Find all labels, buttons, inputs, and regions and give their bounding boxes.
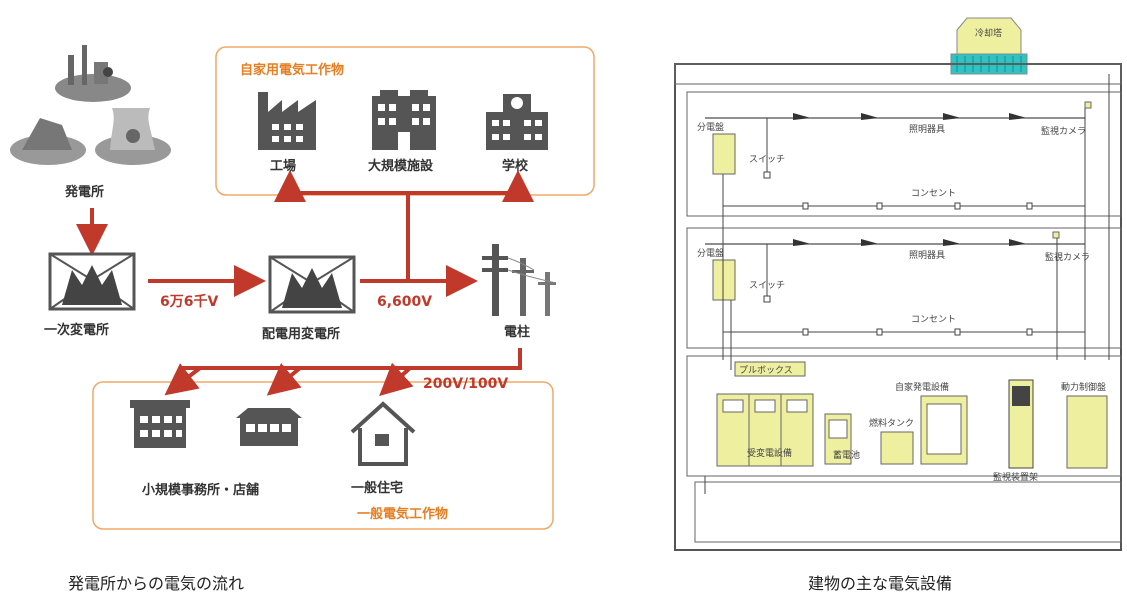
generator-icon xyxy=(920,395,968,465)
self-use-group-label: 自家用電気工作物 xyxy=(240,62,344,78)
power-plant-icon xyxy=(10,45,171,165)
outlet-icon xyxy=(802,202,1033,210)
substation-equipment-label: 受変電設備 xyxy=(747,447,792,459)
cooling-tower-icon xyxy=(950,17,1028,75)
factory-icon xyxy=(258,92,316,150)
flow-line-to-general xyxy=(180,348,522,370)
general-facility-group xyxy=(92,381,554,530)
camera-icon xyxy=(1084,101,1092,109)
substation-equipment-icon xyxy=(716,393,814,467)
power-control-label: 動力制御盤 xyxy=(1061,381,1106,393)
flow-arrow-to-house xyxy=(379,362,414,397)
house-label: 一般住宅 xyxy=(351,480,403,496)
distribution-panel-3f xyxy=(712,133,736,175)
camera-label: 監視カメラ xyxy=(1041,125,1086,137)
house-icon xyxy=(350,401,416,466)
small-office-label: 小規模事務所・店舗 xyxy=(142,482,259,498)
camera-label: 監視カメラ xyxy=(1045,251,1090,263)
general-group-label: 一般電気工作物 xyxy=(357,506,448,522)
left-diagram-caption: 発電所からの電気の流れ xyxy=(68,574,245,593)
lighting-fixture-icon xyxy=(793,113,1027,120)
distribution-panel-label: 分電盤 xyxy=(697,247,724,259)
switch-label: スイッチ xyxy=(749,280,785,291)
basement xyxy=(686,355,1122,477)
battery-label: 蓄電池 xyxy=(833,449,860,461)
lighting-fixture-icon xyxy=(793,239,1027,246)
power-plant-label: 発電所 xyxy=(64,184,104,200)
fuel-tank-icon xyxy=(880,431,914,465)
flow-arrow-to-small-office xyxy=(164,363,202,396)
monitoring-rack-label: 監視装置架 xyxy=(993,471,1038,483)
distribution-panel-label: 分電盤 xyxy=(697,121,724,133)
switch-icon xyxy=(763,171,771,179)
primary-substation-icon xyxy=(48,252,136,311)
pull-box xyxy=(734,361,806,377)
voltage-66kv-label: 6万6千V xyxy=(160,293,218,310)
camera-icon xyxy=(1052,231,1060,239)
distribution-substation-label: 配電用変電所 xyxy=(262,326,340,342)
shop-icon xyxy=(236,408,302,446)
right-diagram-caption: 建物の主な電気設備 xyxy=(808,574,953,593)
floor-3 xyxy=(686,91,1122,217)
lighting-label: 照明器具 xyxy=(909,124,945,135)
outlet-label: コンセント xyxy=(911,314,956,325)
fuel-tank-label: 燃料タンク xyxy=(869,417,914,429)
primary-substation-label: 一次変電所 xyxy=(44,322,109,338)
lighting-label: 照明器具 xyxy=(909,250,945,261)
flow-arrow-to-shop xyxy=(266,362,302,396)
building-electrical-diagram: 冷却塔 分電盤 スイッチ 照明器具 監視カメラ コンセント 分電盤 スイッチ 照… xyxy=(674,17,1122,551)
voltage-6600v-label: 6,600V xyxy=(377,294,432,310)
pull-box-label: プルボックス xyxy=(739,365,793,376)
distribution-panel-2f xyxy=(712,259,736,301)
utility-pole-label: 電柱 xyxy=(504,324,530,340)
battery-icon xyxy=(824,413,852,465)
power-control-panel-icon xyxy=(1066,395,1108,469)
floor-2 xyxy=(686,227,1122,349)
large-facility-icon xyxy=(372,90,436,150)
voltage-200v-100v-label: 200V/100V xyxy=(423,376,508,392)
switch-label: スイッチ xyxy=(749,154,785,165)
school-label: 学校 xyxy=(502,158,529,174)
power-flow-diagram: 自家用電気工作物 一般電気工作物 発電所 一次変電所 6万6千V 配電用変電所 … xyxy=(10,45,595,530)
generator-label: 自家発電設備 xyxy=(895,381,949,393)
utility-pole-icon xyxy=(482,244,557,316)
large-facility-label: 大規模施設 xyxy=(368,158,434,174)
cooling-tower-label: 冷却塔 xyxy=(975,27,1002,39)
outlet-label: コンセント xyxy=(911,188,956,199)
school-icon xyxy=(486,94,548,150)
small-office-icon xyxy=(130,400,190,448)
distribution-substation-icon xyxy=(268,255,356,314)
switch-icon xyxy=(763,295,771,303)
monitoring-rack-icon xyxy=(1008,379,1034,469)
factory-label: 工場 xyxy=(270,158,296,174)
outlet-icon xyxy=(802,328,1033,336)
flow-line-to-self-use xyxy=(290,191,518,281)
